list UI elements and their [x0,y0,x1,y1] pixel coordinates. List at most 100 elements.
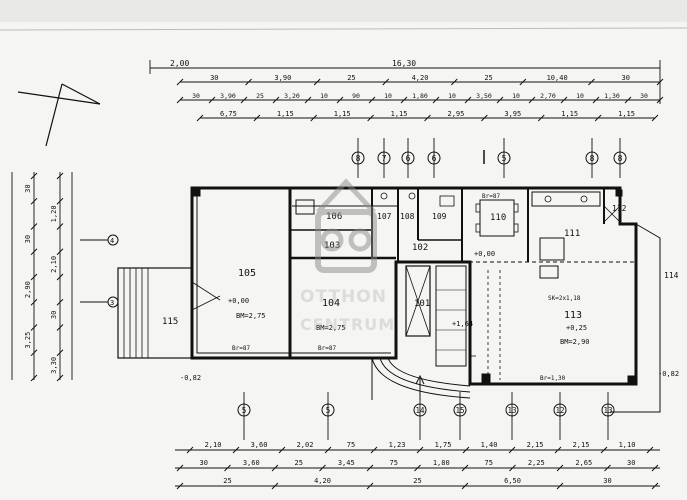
axis-bottom-circle-4 [505,403,519,417]
note-br-1: Br=87 [232,345,250,352]
room-101-number: 101 [414,299,430,309]
dim-top3-3: 1,15 [391,110,408,118]
dim-overall: 16,30 [392,59,416,68]
room-106-number: 106 [326,212,342,222]
axis-bottom-label-2: 14 [415,406,425,415]
room-111-number: 111 [564,229,580,239]
note-sk: SK=2x1,18 [548,295,581,302]
axis-top-label-2: 6 [406,154,411,163]
room-105-level: +0,00 [228,297,249,305]
dim-top1-3: 4,20 [412,74,429,82]
dim-bot1-2: 2,02 [297,441,314,449]
dim-top3-5: 3,95 [504,110,521,118]
level-mark-left: -0,82 [180,374,201,382]
dim-bot2-1: 3,60 [243,459,260,467]
room-103-number: 103 [324,241,340,251]
room-108-number: 108 [400,212,415,221]
dim-left-6: 3,25 [24,332,32,349]
axis-bottom-label-5: 12 [555,406,564,415]
axis-top-label-5: 8 [590,154,595,163]
dim-top2-3: 3,20 [284,92,300,100]
axis-top-circle-3 [427,151,441,165]
room-105-number: 105 [238,268,256,279]
dim-bot2-0: 30 [200,459,208,467]
axis-top-label-3: 6 [432,154,437,163]
dim-bot3-0: 25 [223,477,231,485]
axis-top-label-1: 7 [382,154,387,163]
axis-bottom-label-3: 15 [455,406,464,415]
dim-bot2-3: 3,45 [338,459,355,467]
axis-top-label-4: 5 [502,154,507,163]
note-br-3: Br=1,30 [540,375,566,382]
room-105-height: BM=2,75 [236,312,266,320]
axis-bottom-label-0: 5 [242,406,247,415]
svg-text:3: 3 [110,299,114,307]
room-113-level: +0,25 [566,324,587,332]
dim-left-2: 30 [24,235,32,243]
axis-top-circle-1 [377,151,391,165]
dim-top2-0: 30 [192,92,200,100]
dim-bot1-7: 2,15 [527,441,544,449]
axis-bottom-label-6: 13 [603,406,612,415]
dim-top1-0: 30 [210,74,218,82]
axis-bottom-circle-2 [413,403,427,417]
axis-top-circle-6 [613,151,627,165]
room-112-number: 112 [612,204,627,213]
dim-top3-1: 1,15 [277,110,294,118]
level-mark-right: -0,82 [658,370,679,378]
dim-bot2-8: 2,65 [575,459,592,467]
room-115-number: 115 [162,317,178,327]
dim-left-1: 1,20 [50,205,58,222]
dim-top2-13: 1,30 [604,92,620,100]
dim-bot1-6: 1,40 [481,441,498,449]
axis-bottom-circle-1 [321,403,335,417]
dim-top2-10: 10 [512,92,520,100]
dim-left-3: 2,10 [50,256,58,273]
dim-bot1-0: 2,10 [205,441,222,449]
walls [117,150,661,413]
dim-top2-12: 10 [576,92,584,100]
axis-top-circle-4 [497,151,511,165]
room-102-number: 102 [412,243,428,253]
axis-top-label-6: 8 [618,154,623,163]
room-101-level: +1,64 [452,320,473,328]
room-104-height: BM=2,75 [316,324,346,332]
axis-bottom-circle-5 [553,403,567,417]
dim-bot2-6: 75 [485,459,493,467]
svg-text:4: 4 [110,237,114,245]
north-arrow [17,83,101,147]
dim-top2-4: 10 [320,92,328,100]
axis-bottom-circle-3 [453,403,467,417]
dim-top3-2: 1,15 [334,110,351,118]
dim-bot2-5: 1,80 [433,459,450,467]
room-104-number: 104 [322,298,340,309]
dim-left-7: 3,30 [50,357,58,374]
dim-top2-1: 3,90 [220,92,236,100]
dim-top3-6: 1,15 [561,110,578,118]
dim-bot3-4: 30 [603,477,611,485]
axis-marker-left: 3 4 [80,234,119,308]
note-br-4: Br=87 [482,193,500,200]
axis-top-circle-5 [585,151,599,165]
axis-top-circle-2 [401,151,415,165]
axis-bottom-circle-0 [237,403,251,417]
dim-top2-2: 25 [256,92,264,100]
room-114-number: 114 [664,271,679,280]
watermark-line-2: CENTRUM [300,315,395,334]
axis-top-label-0: 8 [356,154,361,163]
dim-top1-2: 25 [347,74,355,82]
dim-top3-0: 6,75 [220,110,237,118]
dim-top1-5: 10,40 [547,74,568,82]
dim-left-4: 2,90 [24,281,32,298]
dim-left-5: 30 [50,311,58,319]
dim-top2-9: 3,50 [476,92,492,100]
dim-top1-4: 25 [484,74,492,82]
dim-top3-4: 2,95 [448,110,465,118]
